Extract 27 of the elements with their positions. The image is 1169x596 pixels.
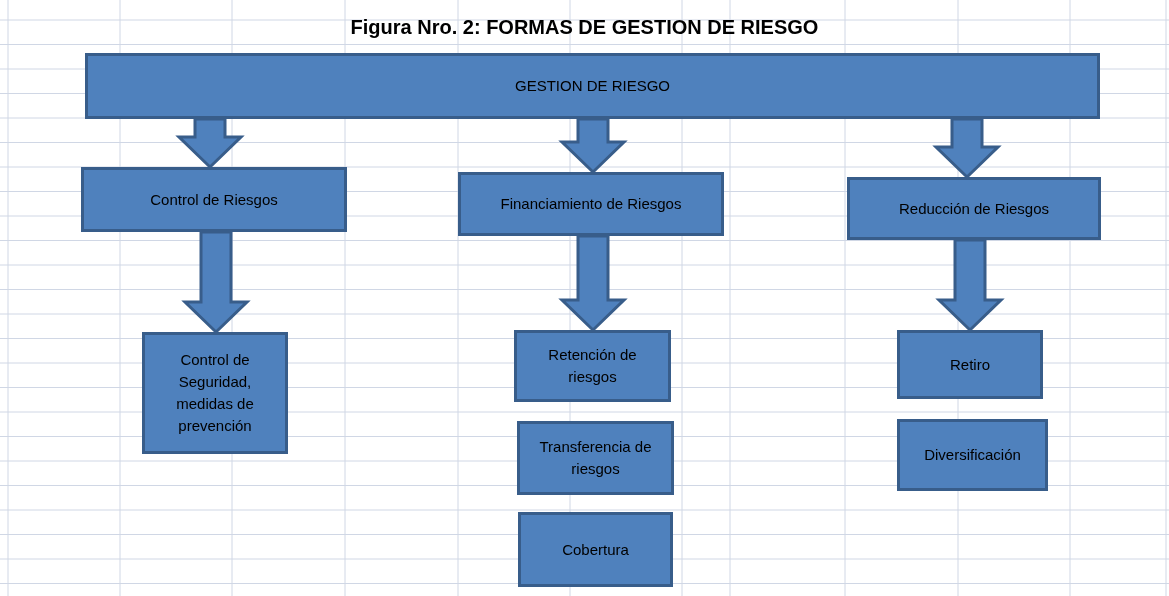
box-label: Control de Seguridad, medidas de prevención [175, 350, 255, 436]
process-box [142, 332, 288, 454]
process-box [897, 330, 1043, 399]
block-arrow [181, 230, 251, 335]
box-label: Transferencia de riesgos [538, 437, 653, 479]
box-label: Reducción de Riesgos [898, 198, 1050, 219]
box-label: Financiamiento de Riesgos [500, 194, 682, 214]
process-box [81, 167, 347, 232]
block-arrow [558, 234, 628, 333]
box-label: GESTION DE RIESGO [515, 76, 670, 96]
process-box [897, 419, 1048, 491]
box-label: Retención de riesgos [547, 345, 638, 387]
box-label: Diversificación [924, 445, 1021, 465]
process-box [517, 421, 674, 495]
process-box [458, 172, 724, 236]
block-arrow [558, 117, 628, 175]
block-arrow [935, 238, 1005, 333]
box-label: Cobertura [562, 539, 629, 560]
box-label: Retiro [950, 354, 990, 375]
process-box [514, 330, 671, 402]
process-box [847, 177, 1101, 240]
diagram-title: Figura Nro. 2: FORMAS DE GESTION DE RIESGO [349, 15, 820, 40]
block-arrow [932, 117, 1002, 180]
process-box [85, 53, 1100, 119]
block-arrow [175, 117, 245, 170]
box-label: Control de Riesgos [150, 189, 278, 210]
process-box [518, 512, 673, 587]
